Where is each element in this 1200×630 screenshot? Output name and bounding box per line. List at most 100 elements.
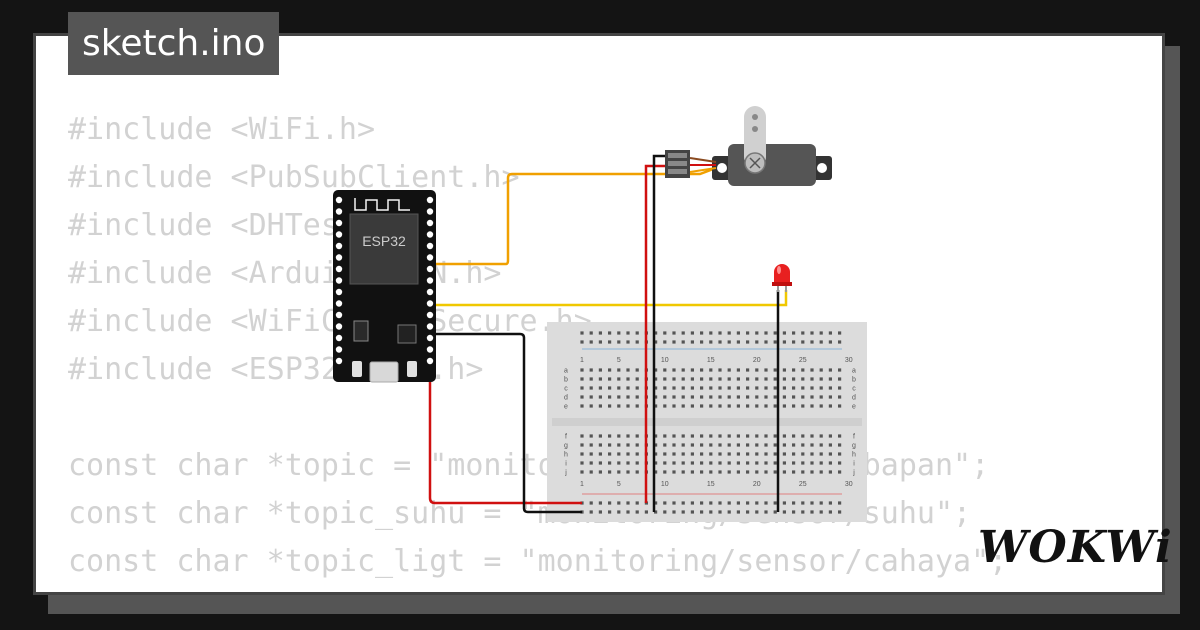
esp32-pin[interactable] [426,219,434,227]
breadboard-hole [819,368,823,372]
breadboard-row-letter: e [564,404,568,411]
breadboard-hole [635,368,639,372]
servo-mount-hole [717,163,727,173]
breadboard-hole [838,331,842,335]
breadboard-hole [681,443,685,447]
breadboard-hole [810,501,814,505]
esp32-pin[interactable] [426,357,434,365]
breadboard-hole [764,404,768,408]
esp32-pin[interactable] [426,300,434,307]
breadboard-row-letter: f [853,434,855,441]
breadboard-hole [690,434,694,438]
breadboard-hole [690,452,694,456]
esp32-pin[interactable] [335,357,343,365]
breadboard-hole [681,470,685,474]
usb-port[interactable] [369,361,399,383]
boot-button[interactable] [352,361,362,377]
esp32-pin[interactable] [426,311,434,319]
esp32-pin[interactable] [335,277,343,284]
esp32-pin[interactable] [335,323,343,330]
esp32-pin[interactable] [335,242,343,250]
file-tab-title[interactable]: sketch.ino [68,12,280,75]
breadboard-hole [755,434,759,438]
breadboard-hole [709,395,713,399]
esp32-pin[interactable] [335,334,343,342]
breadboard-hole [700,434,704,438]
esp32-pin[interactable] [426,208,434,215]
servo-mount-hole [817,163,827,173]
breadboard-hole [681,377,685,381]
breadboard-hole [690,340,694,344]
breadboard-column-number: 15 [707,481,715,488]
breadboard-hole [718,368,722,372]
breadboard-hole [764,443,768,447]
breadboard-hole [810,434,814,438]
breadboard-hole [838,404,842,408]
breadboard-hole [654,452,658,456]
esp32-pin[interactable] [426,334,434,342]
breadboard-hole [690,470,694,474]
esp32-pin[interactable] [335,208,343,215]
esp32-board[interactable]: ESP32 [333,190,436,383]
esp32-pin[interactable] [335,196,343,204]
breadboard-hole [589,443,593,447]
wire-red-servo [644,164,668,503]
esp32-pin[interactable] [335,254,343,261]
led-highlight [777,266,781,274]
esp32-pin[interactable] [426,231,434,238]
breadboard-hole [626,461,630,465]
breadboard-hole [801,452,805,456]
breadboard-hole [589,368,593,372]
breadboard-hole [672,395,676,399]
breadboard-hole [773,452,777,456]
esp32-pin[interactable] [335,311,343,319]
breadboard-hole [819,452,823,456]
breadboard-row-letter: f [565,434,567,441]
esp32-pin[interactable] [426,196,434,204]
breadboard-hole [626,395,630,399]
breadboard-row-letter: i [853,461,855,468]
esp32-pin[interactable] [335,231,343,238]
servo-shaft-cross [749,157,761,169]
esp32-pin[interactable] [426,288,434,296]
breadboard-hole [608,461,612,465]
breadboard-hole [819,501,823,505]
breadboard-column-number: 20 [753,357,761,364]
breadboard-hole [672,452,676,456]
esp32-pin[interactable] [426,346,434,353]
breadboard-row-letter: c [852,386,856,393]
breadboard-divider [552,418,862,426]
breadboard-hole [819,470,823,474]
breadboard-hole [598,377,602,381]
esp32-pin[interactable] [426,277,434,284]
breadboard-hole [727,434,731,438]
servo-horn[interactable] [744,106,766,168]
breadboard-hole [589,331,593,335]
breadboard-hole [718,510,722,514]
esp32-pin[interactable] [426,323,434,330]
esp32-pin[interactable] [335,219,343,227]
breadboard-hole [746,461,750,465]
servo-motor[interactable] [665,106,832,186]
red-led[interactable] [772,264,792,292]
esp32-pin[interactable] [335,288,343,296]
breadboard-hole [654,340,658,344]
wokwi-logo: WOKWi [978,522,1173,573]
breadboard-row-letter: g [564,443,568,450]
breadboard-hole [617,434,621,438]
esp32-pin[interactable] [335,265,343,273]
esp32-pin[interactable] [426,265,434,273]
wires [428,154,788,514]
esp32-pin[interactable] [426,254,434,261]
esp32-pin[interactable] [426,242,434,250]
esp32-pin[interactable] [335,346,343,353]
esp32-pin[interactable] [335,300,343,307]
reset-button[interactable] [407,361,417,377]
antenna-trace [354,198,410,211]
breadboard-hole [709,501,713,505]
breadboard-hole [736,368,740,372]
breadboard-hole [792,470,796,474]
breadboard-hole [663,377,667,381]
